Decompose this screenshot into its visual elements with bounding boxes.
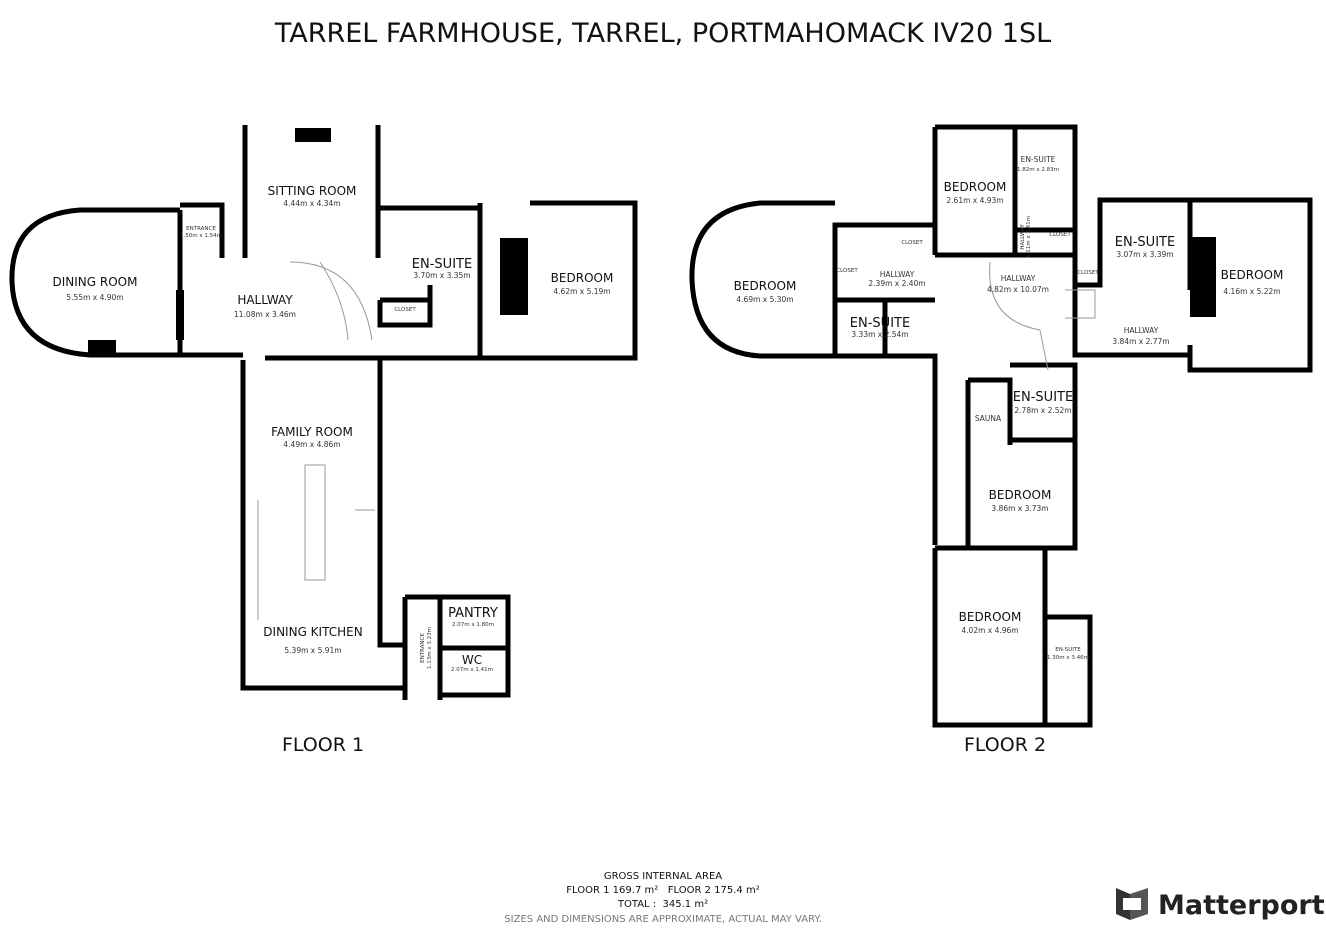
disclaimer: SIZES AND DIMENSIONS ARE APPROXIMATE, AC…: [504, 914, 821, 925]
brand-name: Matterport: [1158, 890, 1325, 921]
matterport-logo: Matterport: [1116, 888, 1325, 921]
room-dims: 4.02m x 4.96m: [961, 626, 1018, 635]
room-dims: 4.82m x 10.07m: [987, 285, 1049, 294]
room-dims: 1.11m x 3.41m: [1026, 216, 1032, 258]
room-name: CLOSET: [394, 307, 416, 313]
room-name: DINING ROOM: [53, 275, 138, 289]
room-dims: 3.33m x 2.54m: [851, 330, 908, 339]
room-dims: 2.78m x 2.52m: [1014, 406, 1071, 415]
floor1-walls: [9, 125, 638, 700]
room-name: ENTRANCE: [186, 226, 216, 232]
room-dims: 4.44m x 4.34m: [283, 199, 340, 208]
room-name: CLOSET: [836, 268, 858, 274]
plan-title: TARREL FARMHOUSE, TARREL, PORTMAHOMACK I…: [274, 18, 1051, 49]
room-dims: 2.07m x 1.41m: [451, 667, 493, 673]
floor1-label: FLOOR 1: [282, 734, 364, 756]
room-name: BEDROOM: [944, 180, 1007, 194]
room-dims: 3.86m x 3.73m: [991, 504, 1048, 513]
room-name: CLOSET: [1049, 232, 1071, 238]
room-name: SITTING ROOM: [268, 184, 357, 198]
room-name: EN-SUITE: [412, 257, 472, 272]
room-dims: 1.30m x 3.46m: [1047, 655, 1089, 661]
room-dims: 3.07m x 3.39m: [1116, 250, 1173, 259]
room-name: BEDROOM: [734, 279, 797, 293]
room-name: BEDROOM: [551, 271, 614, 285]
room-name: HALLWAY: [1124, 326, 1159, 335]
room-name: WC: [462, 653, 482, 667]
room-name: HALLWAY: [237, 293, 293, 307]
room-name: DINING KITCHEN: [263, 625, 362, 639]
room-dims: 4.49m x 4.86m: [283, 440, 340, 449]
room-name: CLOSET: [901, 240, 923, 246]
room-dims: 4.62m x 5.19m: [553, 287, 610, 296]
floor2-rooms: BEDROOM 4.69m x 5.30m CLOSET CLOSET HALL…: [734, 155, 1284, 661]
room-dims: 5.39m x 5.91m: [284, 646, 341, 655]
room-name: EN-SUITE: [1115, 235, 1175, 250]
room-dims: 4.16m x 5.22m: [1223, 287, 1280, 296]
room-dims: 2.61m x 4.93m: [946, 196, 1003, 205]
room-dims: 3.70m x 3.35m: [413, 271, 470, 280]
room-name: EN-SUITE: [1055, 647, 1081, 653]
total-area: TOTAL : 345.1 m²: [617, 899, 708, 910]
room-name: SAUNA: [975, 414, 1002, 423]
floor1-rooms: DINING ROOM 5.55m x 4.90m ENTRANCE 1.50m…: [53, 184, 614, 673]
room-name: BEDROOM: [1221, 268, 1284, 282]
room-dims: 1.50m x 1.54m: [180, 233, 222, 239]
room-dims: 11.08m x 3.46m: [234, 310, 296, 319]
room-name: HALLWAY: [1020, 224, 1026, 250]
room-dims: 3.84m x 2.77m: [1112, 337, 1169, 346]
room-name: ENTRANCE: [420, 633, 426, 663]
room-dims: 1.13m x 3.23m: [427, 627, 433, 669]
room-name: HALLWAY: [1001, 274, 1036, 283]
room-dims: 1.82m x 2.83m: [1017, 167, 1059, 173]
room-name: BEDROOM: [959, 610, 1022, 624]
room-name: EN-SUITE: [850, 316, 910, 331]
room-name: BEDROOM: [989, 488, 1052, 502]
room-name: EN-SUITE: [1013, 390, 1073, 405]
floor2-label: FLOOR 2: [964, 734, 1046, 756]
room-dims: 4.69m x 5.30m: [736, 295, 793, 304]
room-name: FAMILY ROOM: [271, 425, 353, 439]
gross-area-heading: GROSS INTERNAL AREA: [604, 871, 722, 882]
room-name: PANTRY: [448, 606, 498, 621]
room-name: EN-SUITE: [1021, 155, 1056, 164]
room-dims: 5.55m x 4.90m: [66, 293, 123, 302]
room-name: HALLWAY: [880, 270, 915, 279]
floor-areas: FLOOR 1 169.7 m² FLOOR 2 175.4 m²: [566, 885, 759, 896]
floor2-walls: [689, 124, 1313, 728]
room-dims: 2.39m x 2.40m: [868, 279, 925, 288]
room-name: CLOSET: [1077, 270, 1099, 276]
room-dims: 2.07m x 1.80m: [452, 622, 494, 628]
